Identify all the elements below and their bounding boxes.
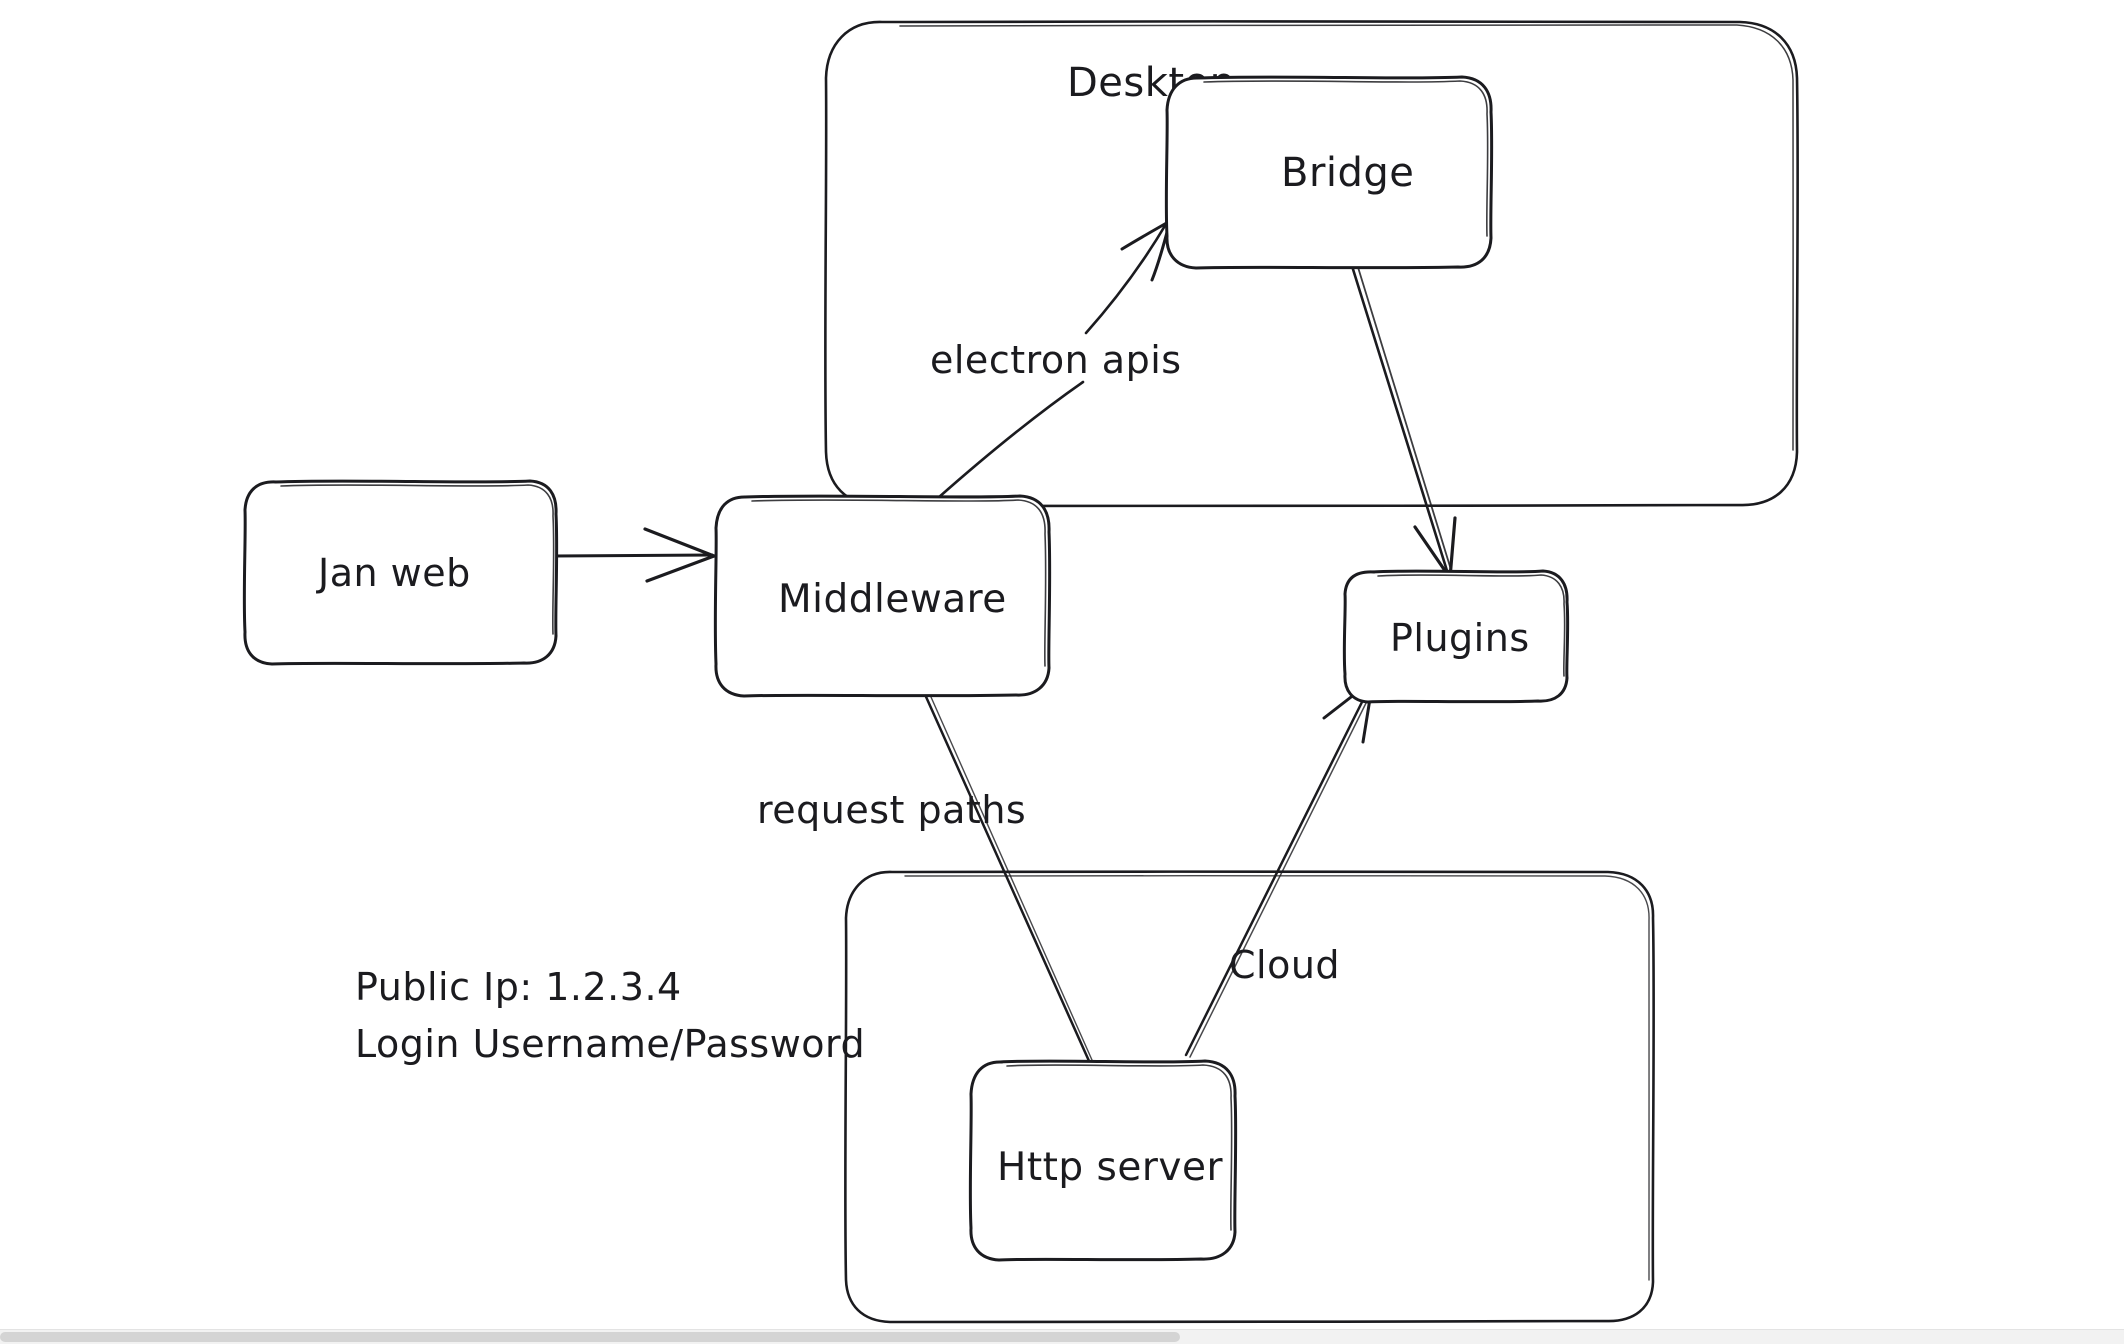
container-cloud[interactable] <box>843 870 1656 1324</box>
note-public-ip: Public Ip: 1.2.3.4 <box>355 965 682 1009</box>
node-bridge-label: Bridge <box>1281 150 1414 196</box>
node-bridge[interactable]: Bridge <box>1164 75 1494 270</box>
edge-middleware-to-bridge[interactable]: electron apis <box>930 219 1182 500</box>
node-http-server-label: Http server <box>997 1145 1223 1190</box>
node-jan-web-label: Jan web <box>316 551 471 595</box>
edge-label-cloud: Cloud <box>1229 943 1340 987</box>
node-middleware[interactable]: Middleware <box>713 494 1052 698</box>
horizontal-scrollbar[interactable] <box>0 1329 2124 1344</box>
edge-middleware-to-http-server[interactable]: request paths <box>757 687 1093 1063</box>
edge-http-server-to-plugins[interactable]: Cloud <box>1184 678 1377 1058</box>
edge-label-electron-apis: electron apis <box>930 338 1182 382</box>
edge-label-request-paths: request paths <box>757 788 1026 832</box>
scrollbar-thumb[interactable] <box>0 1332 1180 1342</box>
node-jan-web[interactable]: Jan web <box>242 479 559 666</box>
edge-bridge-to-plugins[interactable] <box>1350 263 1457 580</box>
note-login: Login Username/Password <box>355 1022 865 1066</box>
node-middleware-label: Middleware <box>778 577 1007 622</box>
note-credentials[interactable]: Public Ip: 1.2.3.4 Login Username/Passwo… <box>355 965 865 1066</box>
node-plugins-label: Plugins <box>1390 616 1530 660</box>
node-plugins[interactable]: Plugins <box>1342 569 1570 704</box>
node-http-server[interactable]: Http server <box>968 1059 1238 1262</box>
edge-jan-web-to-middleware[interactable] <box>551 527 716 583</box>
